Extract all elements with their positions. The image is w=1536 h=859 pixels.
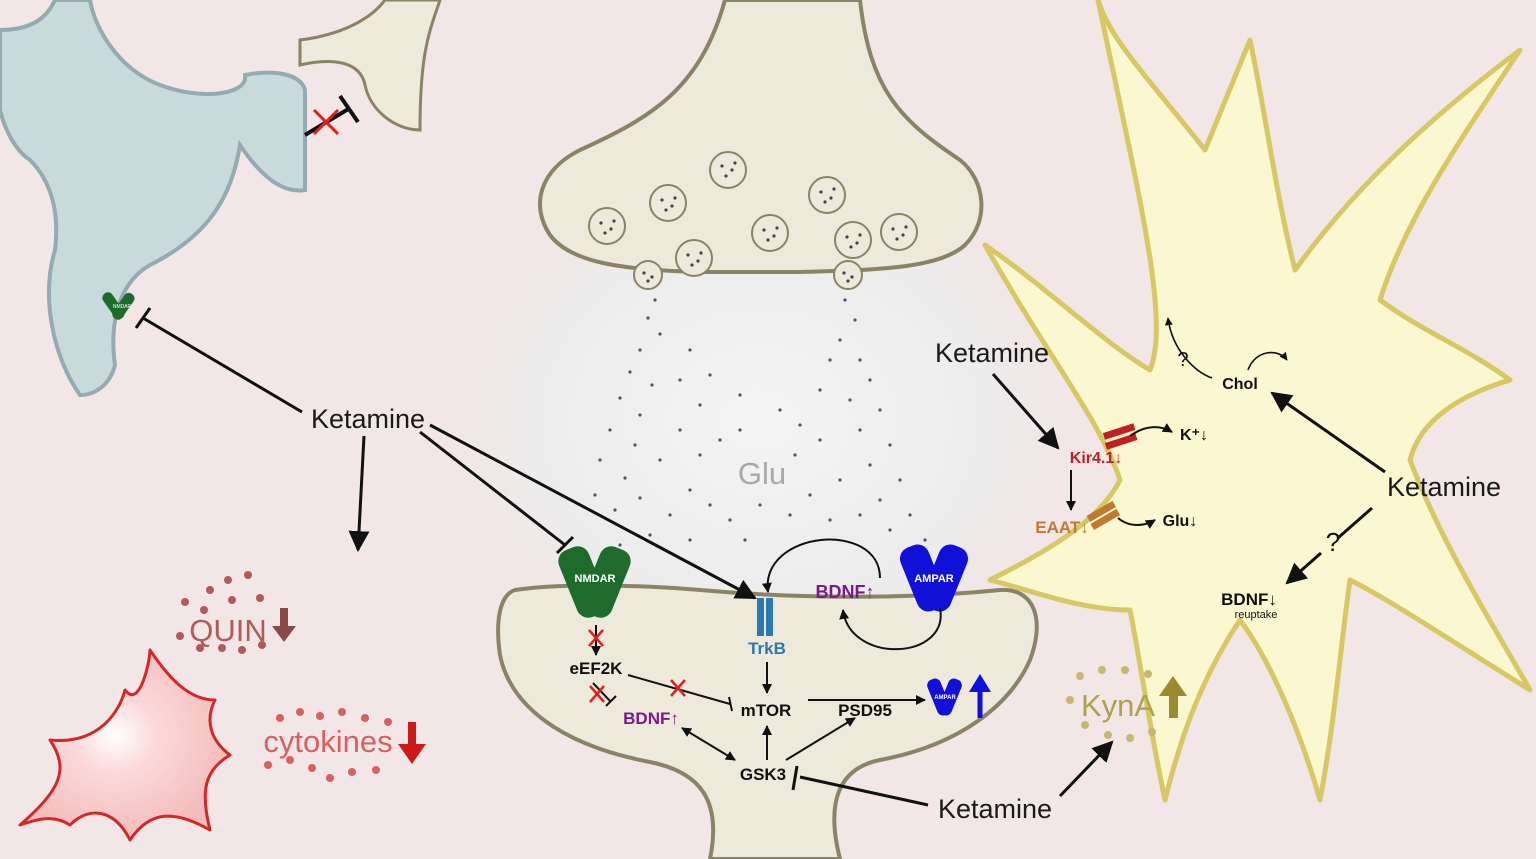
eaat-transporter [1086, 500, 1120, 530]
glu-down-label: Glu↓ [1163, 513, 1198, 530]
mtor-label: mTOR [741, 701, 792, 720]
vesicle-contents [599, 161, 908, 283]
bdnf-to-trkb-arrow [761, 538, 881, 593]
small-ampar-label: AMPAR [934, 695, 956, 701]
ketamine-bottom-effects [791, 740, 1114, 807]
ketamine-label-right: Ketamine [1387, 472, 1501, 502]
bdnf-astro-label: BDNF↓ [1221, 590, 1277, 609]
ketamine-label-left: Ketamine [311, 404, 425, 434]
small-terminal [298, 0, 442, 132]
gsk3-label: GSK3 [740, 765, 786, 784]
blocked-inhibition [303, 94, 360, 137]
small-nmdar-receptor: NMDAR [102, 292, 135, 320]
glial-process [0, 0, 307, 398]
quin-label: QUIN [189, 613, 267, 648]
glutamate-dots [593, 298, 927, 547]
trkb-label: TrkB [748, 639, 786, 658]
astrocyte [982, 0, 1533, 803]
synaptic-vesicles [588, 151, 918, 290]
bdnf-reuptake-label: reuptake [1235, 609, 1278, 621]
chol-unknown-arrow [1164, 317, 1213, 379]
cytokine-dots [264, 708, 392, 782]
kyna-label: KynA [1081, 688, 1155, 723]
microglia [18, 648, 232, 842]
kyna-up-arrow [1159, 676, 1187, 718]
bdnf-up-cleft-label: BDNF↑ [816, 582, 875, 602]
eef2k-label: eEF2K [570, 659, 624, 678]
ampar-increase: AMPAR [927, 674, 991, 718]
cytokines-down-arrow [398, 722, 426, 764]
inhibition-crosses [588, 629, 686, 703]
eaat-label: EAAT↓ [1035, 518, 1089, 537]
intracellular-pathways [591, 625, 926, 761]
kir41-channel [1102, 423, 1138, 450]
cytokines-label: cytokines [263, 724, 392, 759]
ketamine-to-chol-arrow [1270, 391, 1386, 474]
chol-question-label: ? [1177, 349, 1188, 371]
glu-cleft-label: Glu [738, 456, 786, 491]
k-efflux-arrow [1129, 423, 1173, 437]
ketamine-left-effects [134, 307, 757, 600]
kir41-label: Kir4.1↓ [1070, 450, 1122, 467]
psd95-label: PSD95 [838, 701, 892, 720]
quin-dots [176, 571, 266, 654]
ketamine-label-astro: Ketamine [935, 338, 1049, 368]
chol-label: Chol [1222, 376, 1258, 393]
nmdar-receptor: NMDAR [558, 546, 631, 618]
k-ion-label: K⁺↓ [1180, 427, 1208, 444]
ketamine-to-kir41-arrow [991, 373, 1060, 450]
bdnf-up-cell-label: BDNF↑ [623, 709, 679, 728]
quin-down-arrow [272, 608, 296, 642]
ketamine-label-bottom: Ketamine [938, 794, 1052, 824]
kyna-dots [1066, 666, 1156, 742]
small-nmdar-label: NMDAR [113, 304, 132, 310]
ampar-to-bdnf-arrow [839, 607, 942, 651]
glu-uptake-arrow [1117, 517, 1156, 529]
nmdar-label: NMDAR [575, 573, 616, 585]
chol-secretion-arrow [1247, 351, 1288, 371]
bdnf-question-label: ? [1326, 527, 1340, 557]
ketamine-to-bdnf-arrow [1285, 506, 1373, 585]
ampar-receptor: AMPAR [899, 544, 969, 612]
trkb-receptor [757, 598, 773, 636]
ampar-label: AMPAR [914, 573, 954, 585]
